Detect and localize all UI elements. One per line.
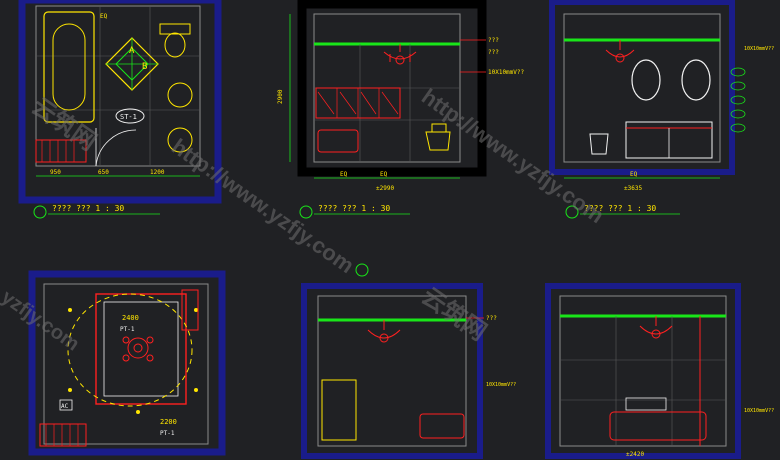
ac-label: AC xyxy=(61,403,69,410)
elev-c-frame xyxy=(301,283,483,459)
bathtub xyxy=(43,11,95,123)
elevation-d: 10X10mmV?? ±2420 xyxy=(545,283,774,459)
elev-b-chandelier xyxy=(605,40,635,63)
elev-a-total: ±2990 xyxy=(376,185,394,192)
elev-c-bathtub xyxy=(419,413,465,439)
ceiling-height-2: 2200 xyxy=(160,418,177,426)
elev-a-eq-1: EQ xyxy=(340,171,348,178)
material-tag-st-label: ST-1 xyxy=(120,113,137,121)
elev-c-vanity xyxy=(321,379,357,441)
elev-b-mirror-right xyxy=(681,59,711,101)
ceiling-chandelier xyxy=(122,336,154,362)
elev-a-bathtub xyxy=(317,129,359,153)
ceiling-inner-wall xyxy=(43,283,209,445)
elev-a-toilet xyxy=(425,131,451,151)
elev-d-bathtub xyxy=(609,411,707,441)
elev-b-total: ±3635 xyxy=(624,185,642,192)
ac-unit xyxy=(59,399,73,411)
ceiling-radiator xyxy=(39,423,87,447)
ceiling-spotlights xyxy=(68,308,198,414)
elev-a-title: ???? ??? 1 : 30 xyxy=(318,204,390,213)
toilet-tank xyxy=(159,23,191,35)
elev-d-tile-note: 10X10mmV?? xyxy=(744,408,774,414)
elev-d-total: ±2420 xyxy=(626,451,644,458)
elev-c-chandelier xyxy=(367,320,401,343)
elev-d-tub-niche xyxy=(625,397,667,411)
elevation-a: ??? ??? 10X10mmV?? 2900 EQ EQ ±2990 ????… xyxy=(277,0,525,219)
elev-b-toilet xyxy=(589,133,609,155)
ceiling-tag-1: PT-1 xyxy=(120,326,135,333)
ceiling-plan: 2400 PT-1 2200 PT-1 AC xyxy=(28,270,226,456)
elev-b-frame xyxy=(549,0,735,175)
plan-tile-grid xyxy=(36,6,200,166)
elev-a-height: 2900 xyxy=(277,89,284,104)
elev-a-mark-2: ??? xyxy=(488,49,499,56)
basin-lower xyxy=(167,127,193,153)
elev-a-frame xyxy=(297,0,487,177)
plan-inner-wall xyxy=(35,5,201,167)
elev-b-mirror-left xyxy=(631,59,661,101)
elev-b-tile-note: 10X10mmV?? xyxy=(744,46,774,52)
tile-label-a: A xyxy=(129,46,135,56)
watermark-url-3: yzfjy.com xyxy=(0,286,83,355)
elev-c-section-marker xyxy=(355,263,369,277)
watermark-url-2: http://www.yzfjy.com xyxy=(417,84,609,229)
ceiling-tray xyxy=(95,293,187,405)
plan-dim-3: 1200 xyxy=(150,169,165,176)
tile-label-b: B xyxy=(142,62,147,72)
elev-a-title-bubble xyxy=(299,205,313,219)
plan-outer-wall xyxy=(18,0,222,204)
door-swing xyxy=(95,129,137,167)
ceiling-lighting-circle xyxy=(67,293,193,407)
elev-d-room xyxy=(559,295,727,447)
elev-b-title: ???? ??? 1 : 30 xyxy=(584,204,656,213)
material-tag-st xyxy=(115,108,145,124)
tile-pattern: A B xyxy=(105,37,159,91)
elev-a-eq-2: EQ xyxy=(380,171,388,178)
plan-dim-4: EQ xyxy=(100,13,108,20)
plan-title-bubble xyxy=(33,205,47,219)
elev-b-title-bubble xyxy=(565,205,579,219)
plan-title: ???? ??? 1 : 30 xyxy=(52,204,124,213)
elev-d-chandelier xyxy=(639,316,673,339)
elevation-c: ??? 10X10mmV?? xyxy=(301,263,516,459)
elev-c-tile-note: 10X10mmV?? xyxy=(486,382,516,388)
watermark-brand-1: 云筑网 xyxy=(27,92,102,156)
ceiling-outer-wall xyxy=(28,270,226,456)
elev-b-room xyxy=(563,13,721,163)
floor-plan: A B ST-1 950 650 1200 EQ ???? ??? 1 : 30 xyxy=(18,0,222,219)
elevation-b: 10X10mmV?? EQ ±3635 ???? ??? 1 : 30 xyxy=(549,0,774,219)
elev-b-material-tags xyxy=(730,67,746,133)
elev-d-tiles xyxy=(560,316,726,446)
basin-upper xyxy=(167,82,193,108)
elev-c-room xyxy=(317,295,467,447)
plan-dim-1: 950 xyxy=(50,169,61,176)
elev-a-mark-1: ??? xyxy=(488,37,499,44)
heated-towel-rail xyxy=(35,139,87,163)
elev-a-chandelier xyxy=(383,44,417,65)
elev-d-frame xyxy=(545,283,741,459)
bathtub-basin xyxy=(52,23,86,111)
toilet-bowl xyxy=(164,32,186,58)
ceiling-wall-marker xyxy=(181,289,199,331)
ceiling-height-1: 2400 xyxy=(122,314,139,322)
elev-a-tile-note: 10X10mmV?? xyxy=(488,69,525,76)
elev-b-eq: EQ xyxy=(630,171,638,178)
plan-dim-2: 650 xyxy=(98,169,109,176)
elev-c-mark: ??? xyxy=(486,315,497,322)
ceiling-tag-2: PT-1 xyxy=(160,430,175,437)
